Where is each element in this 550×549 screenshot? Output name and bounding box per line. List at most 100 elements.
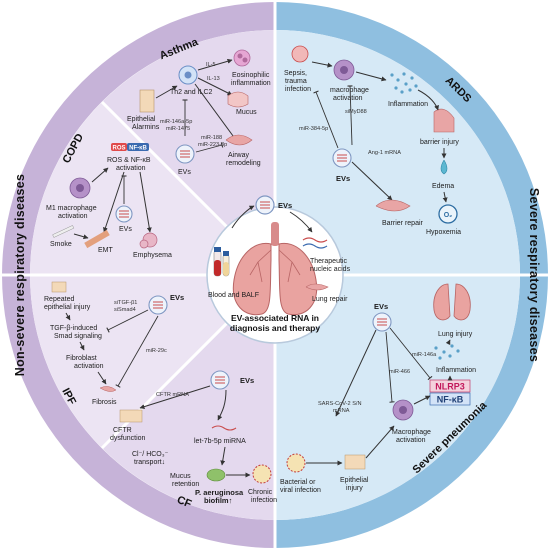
cf-title: CF	[175, 494, 193, 511]
eosinophil-icon	[233, 49, 251, 67]
sepsis-icon	[291, 45, 309, 63]
ipf-sector	[30, 275, 275, 448]
biofilm-icon	[206, 468, 226, 482]
svg-text:NF-κB: NF-κB	[129, 146, 147, 152]
ards-barrier-repair: Barrier repair	[382, 220, 424, 227]
ards-hypoxemia: Hypoxemia	[426, 229, 461, 236]
ards-sepsis-1: Sepsis,	[284, 70, 307, 77]
ards-evs: EVs	[336, 174, 350, 183]
asthma-mir-223: miR-223-3p	[198, 142, 227, 148]
ipf-tgf-2: Smad signaling	[54, 333, 102, 340]
copd-evs: EVs	[119, 226, 132, 233]
ros-badge	[111, 143, 127, 151]
asthma-alarmins: Alarmins	[132, 124, 160, 131]
cf-chronic-1: Chronic	[248, 489, 273, 496]
severe-outer-ring	[275, 2, 548, 548]
center-evs-label: EVs	[278, 201, 292, 210]
pneu-sars-1: SARS-CoV-2 S/N	[318, 401, 362, 407]
ards-simyd: siMyD88	[345, 109, 367, 115]
center-title-2: diagnosis and therapy	[230, 323, 320, 333]
asthma-panel: Epithelial Alarmins Th2 and ILC2 miR-146…	[127, 49, 271, 176]
copd-emt: EMT	[98, 247, 114, 254]
blood-balf-label: Blood and BALF	[208, 292, 259, 299]
svg-text:NF-κB: NF-κB	[437, 395, 464, 405]
copd-sector	[30, 102, 275, 275]
ipf-fib-1: Fibroblast	[66, 355, 97, 362]
pneu-macro-2: activation	[396, 437, 426, 444]
center-panel: EVs Therapeutic nucleic acids Lung repai…	[208, 195, 351, 333]
asthma-mir-1475: miR-1475	[166, 126, 190, 132]
emt-icon	[84, 229, 110, 249]
ipf-epithelium-icon	[51, 281, 67, 293]
asthma-evs: EVs	[178, 169, 191, 176]
cf-pa-1: P. aeruginosa	[195, 488, 244, 497]
mucus-icon	[227, 91, 249, 108]
copd-smoke: Smoke	[50, 241, 72, 248]
non-severe-outer-ring	[2, 2, 275, 548]
oxygen-icon	[438, 204, 458, 224]
tissue-icon	[305, 283, 329, 291]
asthma-th2: Th2 and ILC2	[170, 89, 213, 96]
asthma-mir-188: miR-188	[201, 135, 222, 141]
cf-cl-1: Cl⁻/ HCO₃⁻	[132, 451, 169, 458]
ipf-repeated-2: epithelial injury	[44, 304, 91, 311]
ipf-fib-2: activation	[74, 363, 104, 370]
copd-panel: ROS NF-κB ROS & NF-κB activation M1 macr…	[46, 143, 172, 259]
pneu-epithelium-icon	[344, 454, 366, 470]
cf-mucus-2: retention	[172, 481, 199, 488]
cf-chronic-2: infection	[251, 497, 277, 504]
infection-icon	[252, 464, 272, 484]
asthma-airway-2: remodeling	[226, 160, 261, 167]
barrier-tissue-icon	[375, 199, 411, 212]
non-severe-title: Non-severe respiratory diseases	[13, 174, 27, 376]
cf-epithelium-icon	[119, 409, 143, 423]
ipf-panel: Repeated epithelial injury TGF-β-induced…	[44, 281, 184, 406]
cf-cftr-mrna: CFTR mRNA	[156, 392, 189, 398]
asthma-mucus: Mucus	[236, 109, 257, 116]
pneu-lung-injury: Lung injury	[438, 331, 473, 338]
pneu-cytokine-icon	[434, 344, 460, 360]
airway-icon	[225, 134, 253, 146]
nucleic-acid-icon	[302, 237, 328, 249]
svg-text:NLRP3: NLRP3	[435, 382, 465, 392]
ards-edema: Edema	[432, 183, 454, 190]
ards-panel: Sepsis, trauma infection macrophage acti…	[284, 45, 461, 236]
lungs-icon	[232, 222, 318, 316]
cf-cftr-2: dysfunction	[110, 435, 146, 442]
pneu-epi-2: injury	[346, 485, 363, 492]
ards-macro-2: activation	[333, 95, 363, 102]
therapeutic-label-1: Therapeutic	[310, 258, 347, 265]
ipf-repeated-1: Repeated	[44, 296, 74, 303]
ipf-evs: EVs	[170, 293, 184, 302]
pneu-inflammation: Inflammation	[436, 367, 476, 374]
asthma-airway-1: Airway	[228, 152, 250, 159]
pneu-bact-2: viral infection	[280, 487, 321, 494]
svg-text:ROS: ROS	[112, 146, 125, 152]
asthma-il13: IL-13	[207, 76, 220, 82]
pneu-evs: EVs	[374, 302, 388, 311]
pneumonia-panel: EVs Lung injury Inflammation miR-146a NL…	[280, 283, 476, 494]
copd-emphysema: Emphysema	[133, 252, 172, 259]
cf-evs: EVs	[240, 376, 254, 385]
copd-ros-1: ROS & NF-κB	[107, 157, 151, 164]
ards-barrier-injury: barrier injury	[420, 139, 459, 146]
ipf-fibrosis: Fibrosis	[92, 399, 117, 406]
severe-title: Severe respiratory diseases	[527, 188, 541, 362]
copd-m1-1: M1 macrophage	[46, 205, 97, 212]
asthma-mir-146: miR-146a-5p	[160, 119, 192, 125]
ards-inflammation: Inflammation	[388, 101, 428, 108]
pneu-epi-1: Epithelial	[340, 477, 369, 484]
ards-macro-1: macrophage	[330, 87, 369, 94]
edema-icon	[440, 159, 448, 175]
epithelial-cell-icon	[139, 89, 155, 113]
pneu-mir466: miR-466	[389, 369, 410, 375]
ipf-sitgf: siTGF-β1	[114, 300, 137, 306]
fibrosis-icon	[99, 386, 117, 392]
pneu-sars-2: mRNA	[333, 408, 350, 414]
svg-text:O₂: O₂	[444, 212, 453, 219]
cf-let7: let-7b-5p miRNA	[194, 438, 246, 445]
pneu-mir146: miR-146a	[412, 352, 437, 358]
cf-cftr-1: CFTR	[113, 427, 132, 434]
